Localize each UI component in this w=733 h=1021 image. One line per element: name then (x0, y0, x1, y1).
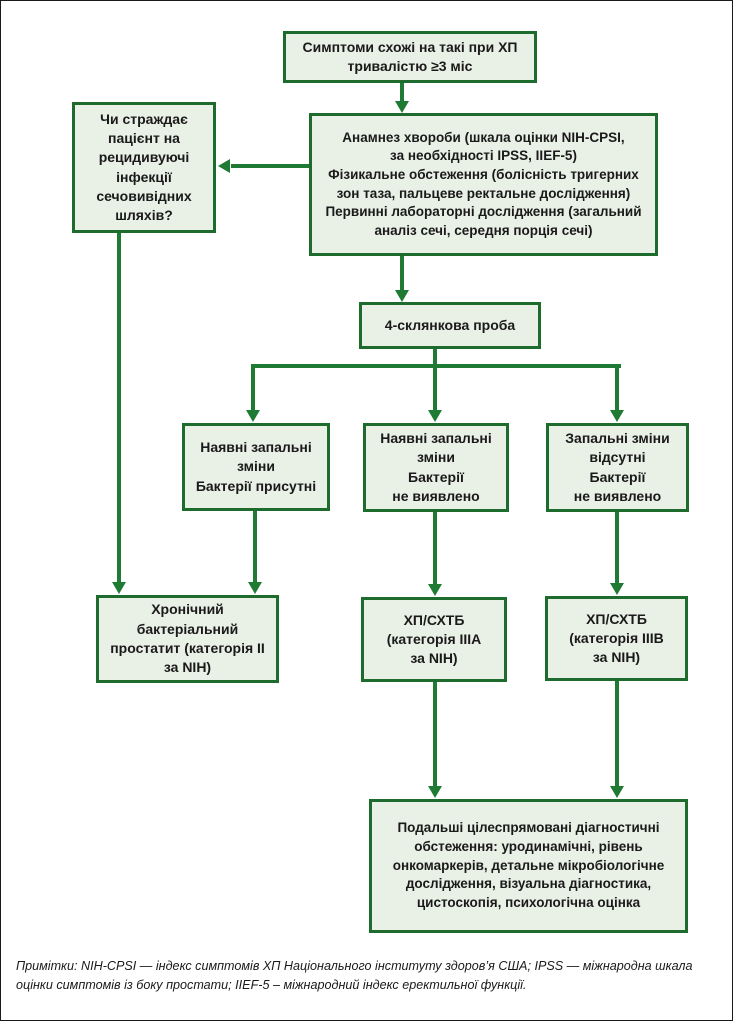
arrowhead-anamnesis-question-icon (218, 159, 230, 173)
connector-question-chronic (117, 233, 121, 583)
arrowhead-iiia-further-icon (428, 786, 442, 798)
connector-start-anamnesis (400, 83, 404, 102)
arrowhead-branch-middle-icon (428, 410, 442, 422)
arrowhead-mid3-iiib-icon (610, 583, 624, 595)
connector-anamnesis-question (231, 164, 309, 168)
node-chronic-bacterial-prostatitis: Хронічний бактеріальний простатит (катег… (96, 595, 279, 683)
node-start-label: Симптоми схожі на такі при ХП тривалістю… (302, 38, 518, 74)
node-inflammation-bacteria-present-label: Наявні запальні зміни Бактерії присутні (195, 439, 317, 494)
node-inflammation-bacteria-absent-label: Наявні запальні зміни Бактерії не виявле… (380, 429, 492, 504)
node-no-inflammation-bacteria-absent: Запальні зміни відсутні Бактерії не вияв… (546, 423, 689, 512)
node-inflammation-bacteria-present: Наявні запальні зміни Бактерії присутні (182, 423, 330, 511)
connector-iiib-further (615, 681, 619, 787)
node-no-inflammation-bacteria-absent-label: Запальні зміни відсутні Бактерії не вияв… (565, 429, 670, 504)
arrowhead-mid1-chronic-icon (248, 582, 262, 594)
node-anamnesis-label: Анамнез хвороби (шкала оцінки NIH-CPSI, … (325, 129, 642, 238)
connector-branch-left (251, 364, 255, 411)
node-inflammation-bacteria-absent: Наявні запальні зміни Бактерії не виявле… (363, 423, 509, 512)
arrowhead-start-anamnesis-icon (395, 101, 409, 113)
arrowhead-iiib-further-icon (610, 786, 624, 798)
connector-mid3-iiib (615, 512, 619, 584)
arrowhead-anamnesis-fourglass-icon (395, 290, 409, 302)
node-four-glass-test-label: 4-склянкова проба (384, 316, 516, 333)
connector-branch-middle (433, 349, 437, 411)
connector-iiia-further (433, 682, 437, 787)
node-start: Симптоми схожі на такі при ХП тривалістю… (283, 31, 537, 83)
connector-anamnesis-fourglass (400, 256, 404, 291)
footnote: Примітки: NIH-CPSI — індекс симптомів ХП… (16, 959, 693, 992)
arrowhead-branch-left-icon (246, 410, 260, 422)
node-cpps-iiia-label: ХП/СХТБ (категорія IIIA за NIH) (386, 611, 482, 667)
connector-branch-right (615, 364, 619, 411)
arrowhead-mid2-iiia-icon (428, 584, 442, 596)
node-cpps-iiib-label: ХП/СХТБ (категорія IIIB за NIH) (569, 610, 664, 666)
connector-mid2-iiia (433, 512, 437, 585)
arrowhead-branch-right-icon (610, 410, 624, 422)
node-further-diagnostics-label: Подальші цілеспрямовані діагностичні обс… (392, 820, 665, 910)
arrowhead-question-chronic-icon (112, 582, 126, 594)
node-cpps-iiia: ХП/СХТБ (категорія IIIA за NIH) (361, 597, 507, 682)
node-four-glass-test: 4-склянкова проба (359, 302, 541, 349)
node-recurrent-uti-question: Чи страждає пацієнт на рецидивуючі інфек… (72, 102, 216, 233)
node-chronic-bacterial-prostatitis-label: Хронічний бактеріальний простатит (катег… (110, 601, 265, 676)
node-cpps-iiib: ХП/СХТБ (категорія IIIB за NIH) (545, 596, 688, 681)
connector-mid1-chronic (253, 511, 257, 583)
node-anamnesis: Анамнез хвороби (шкала оцінки NIH-CPSI, … (309, 113, 658, 256)
node-further-diagnostics: Подальші цілеспрямовані діагностичні обс… (369, 799, 688, 933)
node-recurrent-uti-question-label: Чи страждає пацієнт на рецидивуючі інфек… (96, 110, 192, 224)
